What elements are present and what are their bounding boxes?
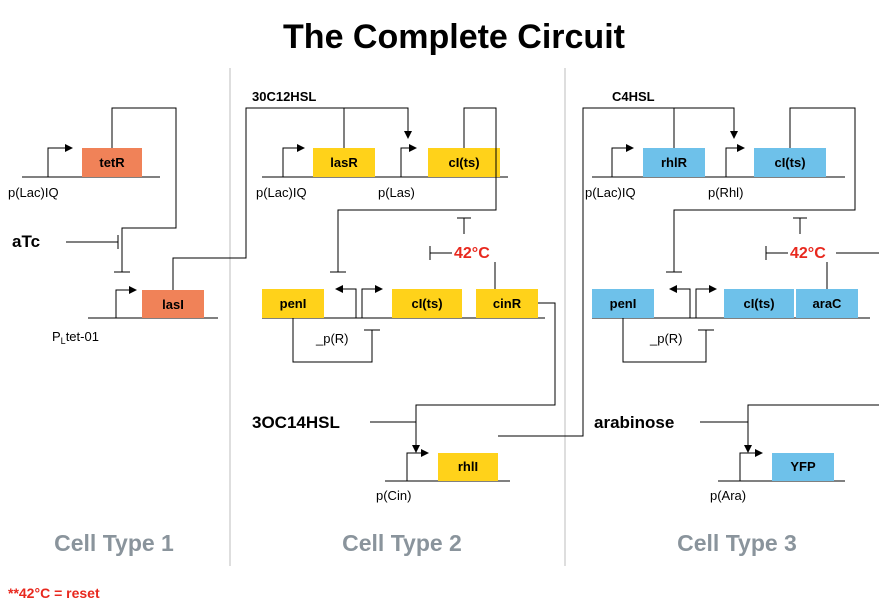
footnote: **42°C = reset — [8, 585, 100, 601]
signal-c4hsl-label: C4HSL — [612, 89, 655, 104]
cell-type-2-label: Cell Type 2 — [342, 530, 462, 556]
gene-rhlR — [643, 148, 705, 177]
gene-cits-mid-label: cI(ts) — [411, 296, 442, 311]
gene-lasI-label: lasI — [162, 297, 184, 312]
cell-type-3: rhlR cI(ts) p(Lac)IQ p(Rhl) 42°C penI cI… — [585, 107, 879, 556]
promoter-lac-label: p(Lac)IQ — [256, 185, 307, 200]
promoter-r-label: _p(R) — [315, 331, 349, 346]
cell-type-2: lasR cI(ts) p(Lac)IQ p(Las) 42°C penI cI… — [252, 107, 556, 556]
temperature-label: 42°C — [790, 245, 826, 262]
page-title: The Complete Circuit — [283, 18, 625, 56]
gene-penI-label: penI — [280, 296, 307, 311]
gene-cits-top — [754, 148, 826, 177]
gene-cits-top — [428, 148, 500, 177]
gene-tetR-label: tetR — [99, 155, 125, 170]
gene-araC — [796, 289, 858, 318]
gene-rhlI — [438, 453, 498, 481]
gene-cits-mid — [724, 289, 794, 318]
gene-araC-label: araC — [813, 296, 843, 311]
gene-lasR — [313, 148, 375, 177]
gene-rhlR-label: rhlR — [661, 155, 688, 170]
gene-cits-mid — [392, 289, 462, 318]
cell-type-3-label: Cell Type 3 — [677, 530, 797, 556]
cell-type-1: tetR p(Lac)IQ aTc lasI PLtet-01 Cell Typ… — [8, 107, 218, 556]
gene-cits-mid-label: cI(ts) — [743, 296, 774, 311]
gene-cits-top-label: cI(ts) — [448, 155, 479, 170]
gene-tetR — [82, 148, 142, 177]
signal-3oc14hsl-label: 3OC14HSL — [252, 413, 340, 432]
promoter-rhl-label: p(Rhl) — [708, 185, 743, 200]
promoter-las-label: p(Las) — [378, 185, 415, 200]
signal-arabinose-label: arabinose — [594, 413, 674, 432]
gene-yfp — [772, 453, 834, 481]
promoter-lac-label: p(Lac)IQ — [585, 185, 636, 200]
gene-penI — [262, 289, 324, 318]
promoter-r-label: _p(R) — [649, 331, 683, 346]
signal-atc-label: aTc — [12, 232, 40, 251]
gene-penI — [592, 289, 654, 318]
cell-type-1-label: Cell Type 1 — [54, 530, 174, 556]
gene-lasI — [142, 290, 204, 318]
temperature-label: 42°C — [454, 245, 490, 262]
gene-yfp-label: YFP — [790, 459, 816, 474]
gene-cinR — [476, 289, 538, 318]
gene-penI-label: penI — [610, 296, 637, 311]
gene-lasR-label: lasR — [330, 155, 358, 170]
gene-cinR-label: cinR — [493, 296, 522, 311]
promoter-lac-label: p(Lac)IQ — [8, 185, 59, 200]
gene-cits-top-label: cI(ts) — [774, 155, 805, 170]
signal-30c12hsl-label: 30C12HSL — [252, 89, 316, 104]
promoter-pltet-label: PLtet-01 — [52, 329, 99, 346]
promoter-cin-label: p(Cin) — [376, 488, 411, 503]
gene-rhlI-label: rhlI — [458, 459, 478, 474]
promoter-ara-label: p(Ara) — [710, 488, 746, 503]
